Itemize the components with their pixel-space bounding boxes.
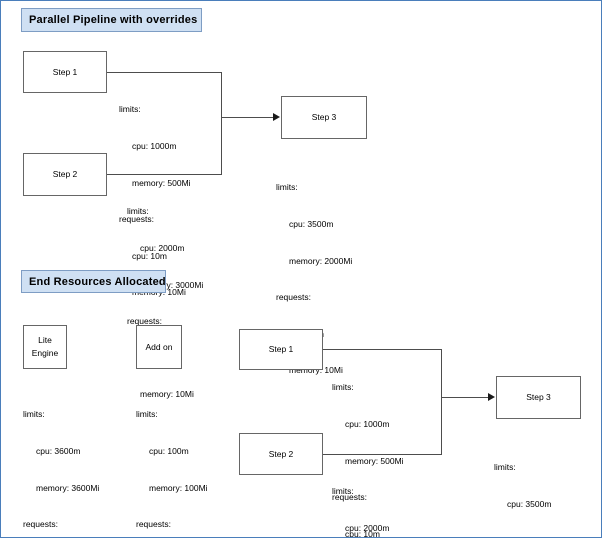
section-title-parallel-pipeline: Parallel Pipeline with overrides (21, 8, 202, 32)
limits-memory: memory: 100Mi (149, 482, 208, 493)
connector-bottom-to-step3-horizontal (441, 397, 488, 398)
node-add-on-label: Add on (145, 341, 173, 352)
limits-label: limits: (276, 182, 298, 193)
limits-label: limits: (494, 462, 516, 473)
requests-label: requests: (119, 214, 154, 225)
limits-cpu: cpu: 3500m (507, 499, 552, 510)
limits-cpu: cpu: 100m (149, 446, 189, 457)
resources-bottom-step-1: limits: cpu: 1000m memory: 500Mi request… (332, 357, 404, 538)
limits-cpu: cpu: 3600m (36, 446, 81, 457)
node-bottom-step-2[interactable]: Step 2 (239, 433, 323, 475)
node-top-step-3[interactable]: Step 3 (281, 96, 367, 139)
resources-add-on: limits: cpu: 100m memory: 100Mi requests… (136, 384, 208, 537)
limits-cpu: cpu: 3500m (289, 219, 334, 230)
requests-cpu: cpu: 10m (132, 250, 167, 261)
requests-label: requests: (136, 519, 171, 530)
arrow-head-top-step3 (273, 113, 280, 121)
node-top-step-3-label: Step 3 (311, 112, 337, 122)
limits-memory: memory: 500Mi (345, 455, 404, 466)
limits-label: limits: (127, 206, 149, 217)
node-lite-engine-label-line1: Lite (38, 335, 52, 345)
limits-memory: memory: 500Mi (132, 177, 191, 188)
requests-memory: memory: 10Mi (140, 389, 194, 400)
requests-label: requests: (127, 316, 162, 327)
node-bottom-step-3[interactable]: Step 3 (496, 376, 581, 419)
section-title-end-resources-allocated: End Resources Allocated (21, 270, 166, 293)
connector-top-step2-horizontal (107, 174, 222, 175)
resources-lite-engine: limits: cpu: 3600m memory: 3600Mi reques… (23, 384, 100, 537)
limits-cpu: cpu: 1000m (132, 141, 177, 152)
node-bottom-step-1[interactable]: Step 1 (239, 329, 323, 370)
limits-cpu: cpu: 1000m (345, 419, 390, 430)
node-bottom-step-3-label: Step 3 (526, 392, 551, 402)
limits-cpu: cpu: 2000m (140, 243, 185, 254)
node-top-step-1[interactable]: Step 1 (23, 51, 107, 93)
requests-memory: memory: 10Mi (289, 365, 343, 376)
resources-bottom-step-3: limits: cpu: 3500m memory: 2000Mi reques… (494, 437, 570, 537)
limits-label: limits: (332, 382, 354, 393)
limits-label: limits: (23, 409, 45, 420)
node-top-step-2[interactable]: Step 2 (23, 153, 107, 196)
node-lite-engine-label-line2: Engine (31, 348, 59, 358)
requests-cpu: cpu: 10m (345, 528, 380, 538)
connector-top-merge-vertical (221, 72, 222, 175)
limits-label: limits: (136, 409, 158, 420)
limits-label: limits: (119, 104, 141, 115)
node-top-step-2-label: Step 2 (52, 169, 78, 179)
connector-bottom-step2-horizontal (323, 454, 442, 455)
requests-label: requests: (276, 292, 311, 303)
node-lite-engine[interactable]: Lite Engine (23, 325, 67, 369)
limits-memory: memory: 3600Mi (36, 482, 100, 493)
node-bottom-step-2-label: Step 2 (268, 448, 294, 459)
requests-label: requests: (332, 492, 367, 503)
connector-top-to-step3-horizontal (221, 117, 273, 118)
node-top-step-1-label: Step 1 (52, 66, 78, 77)
limits-label: limits: (332, 486, 354, 497)
node-add-on[interactable]: Add on (136, 325, 182, 369)
connector-top-step1-horizontal (107, 72, 222, 73)
connector-bottom-merge-vertical (441, 349, 442, 455)
limits-memory: memory: 2000Mi (494, 535, 570, 537)
limits-memory: memory: 2000Mi (289, 255, 353, 266)
limits-cpu: cpu: 2000m (345, 523, 390, 534)
arrow-head-bottom-step3 (488, 393, 495, 401)
node-bottom-step-1-label: Step 1 (268, 344, 294, 354)
connector-bottom-step1-horizontal (323, 349, 442, 350)
resources-bottom-step-2: limits: cpu: 2000m memory: 3000Mi reques… (332, 461, 408, 537)
requests-label: requests: (23, 519, 58, 530)
